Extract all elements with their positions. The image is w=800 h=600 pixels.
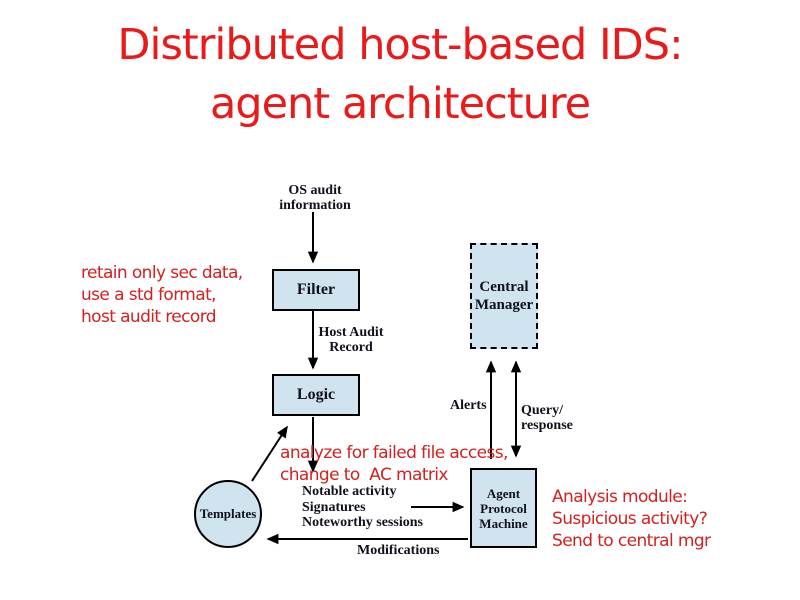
- central-manager-label-line1: Central: [479, 279, 529, 295]
- filter-node: Filter: [272, 269, 360, 311]
- templates-node-label: Templates: [199, 506, 257, 521]
- slide-title-line1: Distributed host-based IDS:: [117, 20, 683, 70]
- query-label-line1: Query/: [521, 403, 563, 418]
- slide-title: Distributed host-based IDS: agent archit…: [0, 16, 800, 134]
- filter-node-label: Filter: [296, 281, 336, 298]
- annotation-right-line1: Analysis module:: [552, 487, 688, 507]
- agent-label-line1: Agent: [486, 485, 521, 501]
- templates-node: Templates: [194, 480, 262, 548]
- annotation-middle-line1: analyze for failed file access,: [280, 443, 508, 463]
- annotation-left-line1: retain only sec data,: [81, 263, 243, 283]
- alerts-label: Alerts: [450, 398, 487, 413]
- host-audit-record-label: Host Audit Record: [316, 325, 386, 355]
- annotation-left-line3: host audit record: [81, 307, 217, 327]
- agent-protocol-machine-node: Agent Protocol Machine: [470, 468, 537, 548]
- activity-list-item-signatures: Signatures: [302, 499, 366, 515]
- annotation-analysis-module: Analysis module: Suspicious activity? Se…: [552, 486, 711, 552]
- agent-protocol-machine-label: Agent Protocol Machine: [479, 486, 527, 531]
- annotation-retain-sec-data: retain only sec data, use a std format, …: [81, 262, 243, 328]
- os-audit-label-line1: OS audit: [288, 183, 342, 198]
- annotation-left-line2: use a std format,: [81, 285, 217, 305]
- host-audit-label-line1: Host Audit: [318, 325, 384, 340]
- central-manager-label: Central Manager: [475, 278, 533, 314]
- host-audit-label-line2: Record: [329, 340, 373, 355]
- agent-label-line2: Protocol: [480, 500, 527, 516]
- arrow-templates-to-logic: [251, 425, 288, 482]
- central-manager-node: Central Manager: [470, 243, 538, 349]
- query-response-label: Query/ response: [521, 403, 573, 433]
- agent-label-line3: Machine: [479, 515, 528, 531]
- annotation-middle-line2: change to AC matrix: [280, 465, 448, 485]
- annotation-right-line2: Suspicious activity?: [552, 509, 708, 529]
- logic-node-label: Logic: [296, 386, 336, 403]
- annotation-analyze-access: analyze for failed file access, change t…: [280, 442, 508, 486]
- logic-node: Logic: [272, 374, 360, 416]
- central-manager-label-line2: Manager: [474, 297, 534, 313]
- os-audit-label-line2: information: [279, 198, 351, 213]
- activity-list-item-sessions: Noteworthy sessions: [302, 515, 423, 530]
- modifications-label: Modifications: [357, 543, 440, 558]
- query-label-line2: response: [521, 418, 573, 433]
- activity-list: Notable activity Signatures Noteworthy s…: [302, 484, 423, 531]
- slide-title-line2: agent architecture: [209, 79, 591, 129]
- activity-list-item-notable: Notable activity: [302, 484, 397, 499]
- annotation-right-line3: Send to central mgr: [552, 531, 711, 551]
- os-audit-information-label: OS audit information: [268, 183, 362, 213]
